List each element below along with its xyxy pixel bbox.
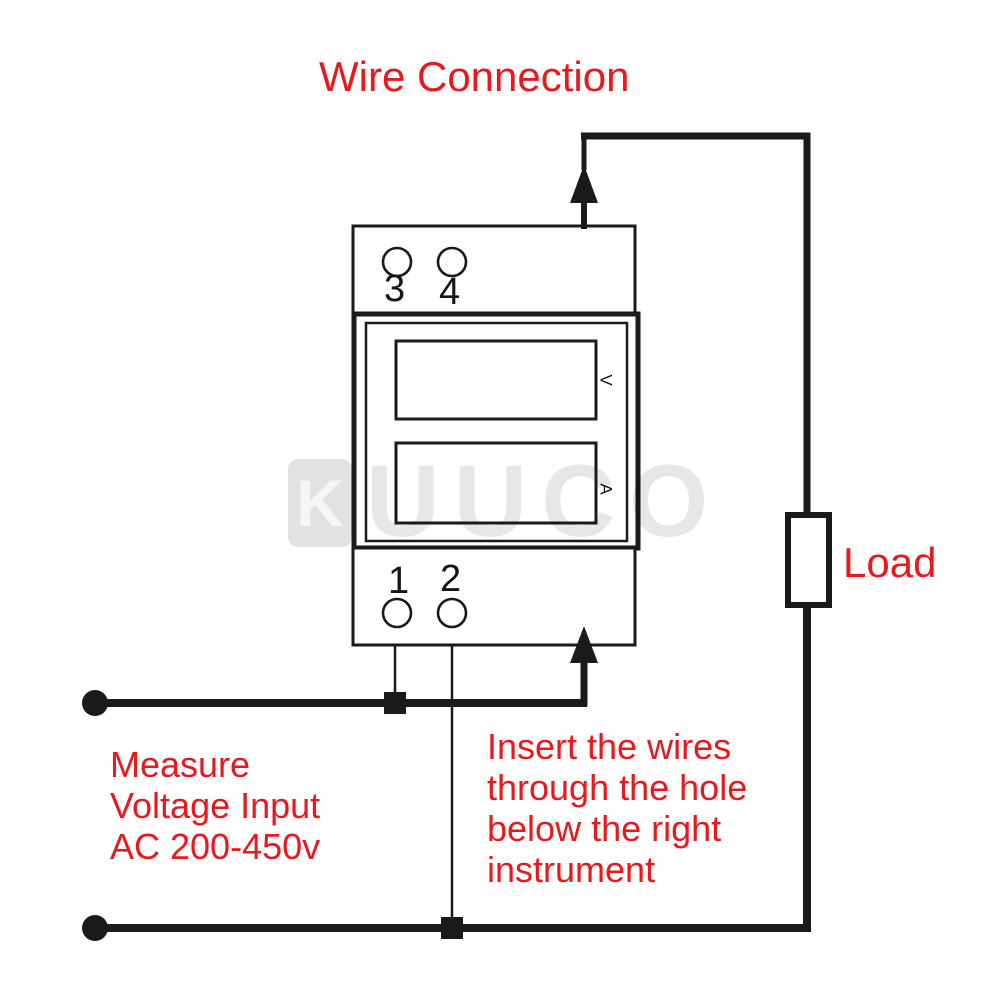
junction-terminal-2 [441,917,463,939]
junction-terminal-1 [384,692,406,714]
measure-note-line: AC 200-450v [110,826,321,867]
voltage-unit-symbol: V [596,374,616,387]
insert-note-line: Insert the wires [487,726,732,767]
insert-note-line: below the right [487,808,722,849]
return-wire-neutral [95,605,811,932]
measure-voltage-note: Measure Voltage Input AC 200-450v [110,744,320,867]
terminal-hole-3 [381,246,413,278]
load-label: Load [843,539,937,586]
output-wire-to-load [581,132,811,515]
wire-end-dot-neutral [82,915,108,941]
terminal-label-4: 4 [439,271,461,313]
terminal-label-3: 3 [384,268,406,310]
terminal-label-1: 1 [388,560,410,602]
meter-bottom-terminal-block [351,546,637,647]
arrow-up-output-icon [570,165,598,203]
terminal-label-2: 2 [440,558,462,600]
terminal-hole-4 [436,246,468,278]
measure-note-line: Measure [110,744,251,785]
voltage-display-window [394,339,598,421]
insert-wires-note: Insert the wires through the hole below … [487,726,747,890]
measure-note-line: Voltage Input [110,785,321,826]
insert-note-line: through the hole [487,767,748,808]
terminal-hole-2 [436,597,468,629]
load-resistor-symbol [785,512,832,608]
meter-top-terminal-block [351,224,637,315]
wire-end-dot-live [82,690,108,716]
page-title: Wire Connection [319,53,630,100]
current-unit-symbol: A [596,483,616,496]
terminal-hole-1 [381,597,413,629]
insert-note-line: instrument [487,849,656,890]
current-display-window [394,441,598,525]
arrow-up-into-meter-icon [570,626,598,663]
